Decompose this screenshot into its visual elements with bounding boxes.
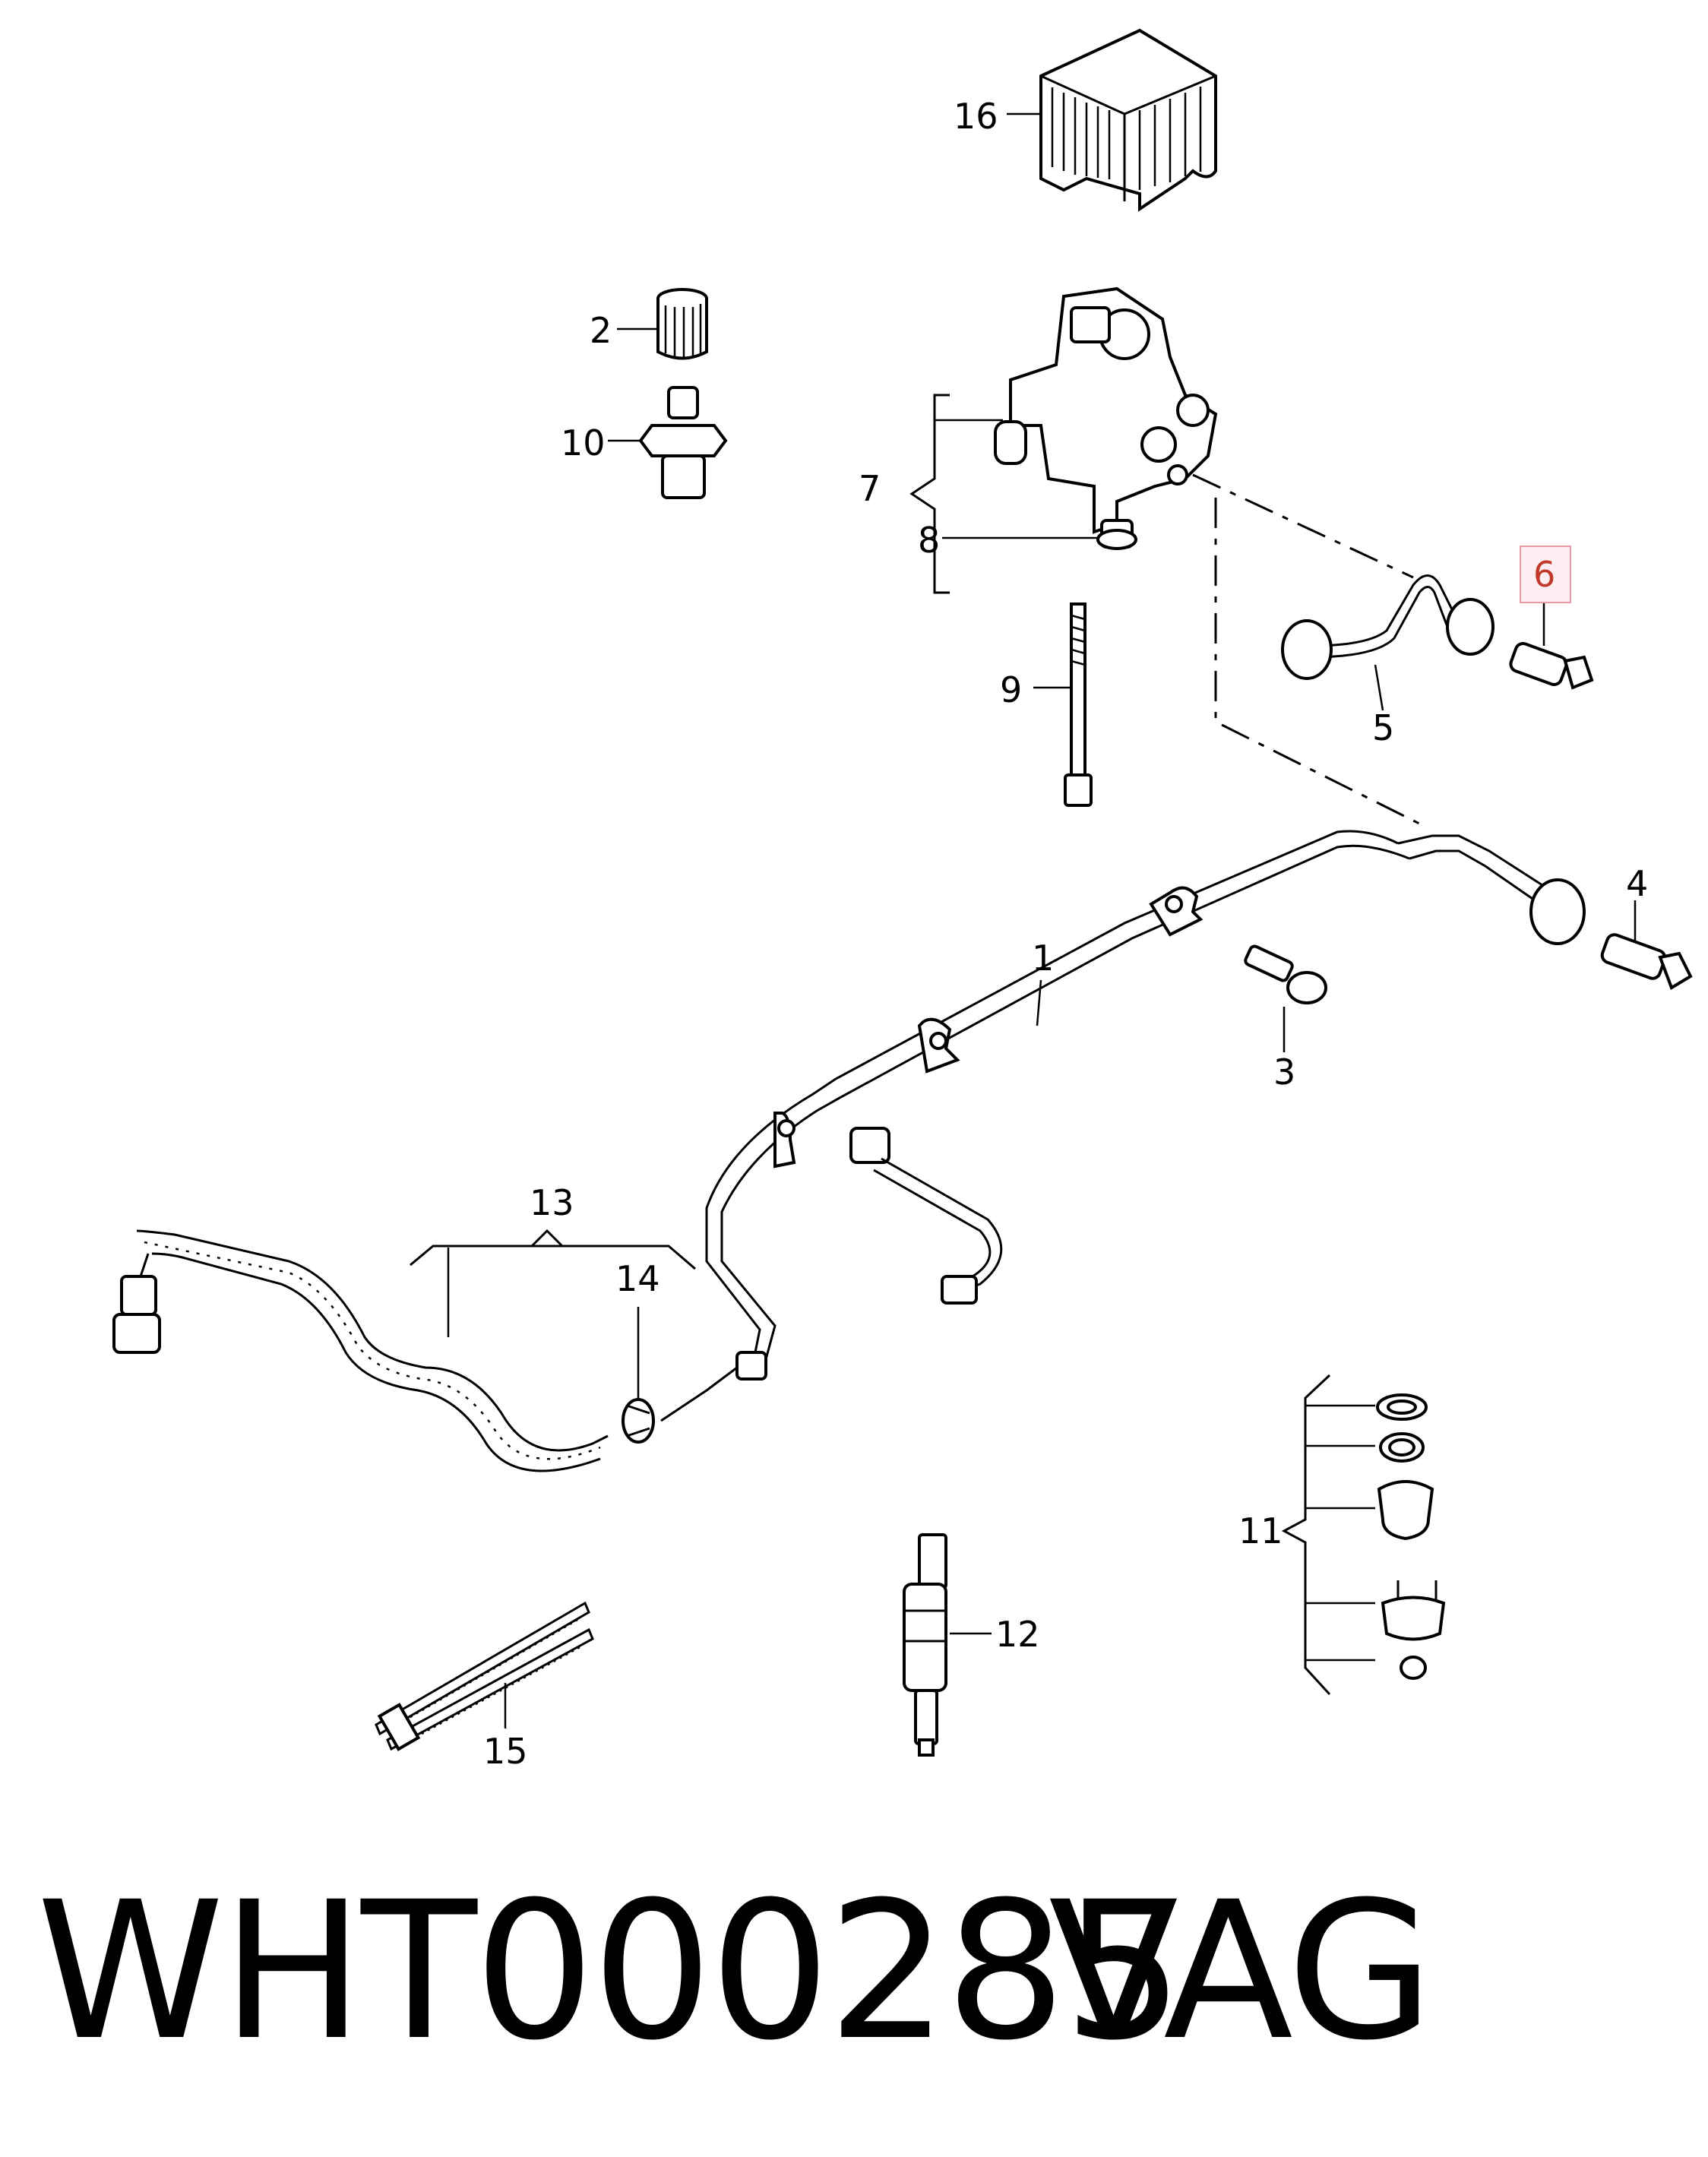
part-15-cable-ties [375, 1601, 594, 1751]
part-3-bolt [1244, 944, 1327, 1004]
part-11-seal-kit [1281, 1374, 1446, 1696]
callout-6-highlight [1520, 546, 1571, 603]
callout-2: 2 [590, 310, 612, 351]
callout-1: 1 [1032, 938, 1055, 979]
part-14-clamp [622, 1398, 655, 1444]
callout-15: 15 [483, 1731, 528, 1772]
callout-6: 6 [1533, 554, 1556, 595]
callout-14: 14 [615, 1258, 660, 1299]
high-pressure-pump [994, 286, 1218, 549]
part-12-injector [903, 1533, 947, 1757]
part-6-banjo-bolt [1509, 641, 1594, 690]
callout-9: 9 [1000, 669, 1023, 710]
part-16-cover [1039, 28, 1217, 212]
part-9-bolt [1064, 603, 1093, 807]
callout-7: 7 [859, 468, 881, 509]
callout-8: 8 [918, 520, 941, 561]
callout-5: 5 [1372, 707, 1395, 748]
callout-11: 11 [1238, 1510, 1283, 1551]
callout-4: 4 [1626, 863, 1649, 904]
callout-10: 10 [561, 422, 606, 463]
part-13-hose [112, 1229, 609, 1472]
callout-16: 16 [954, 96, 998, 137]
part-1-fuel-rail [660, 830, 1586, 1422]
part-5-pipe [1281, 574, 1494, 680]
part-2-cap [656, 288, 708, 360]
part-10-valve [638, 386, 728, 499]
part-number: WHT000285 [36, 1861, 1184, 2082]
brand-name: VAG [1049, 1861, 1434, 2082]
part-4-bolt [1600, 933, 1693, 990]
callout-13: 13 [530, 1182, 574, 1223]
callout-12: 12 [995, 1614, 1040, 1655]
callout-3: 3 [1273, 1052, 1296, 1093]
